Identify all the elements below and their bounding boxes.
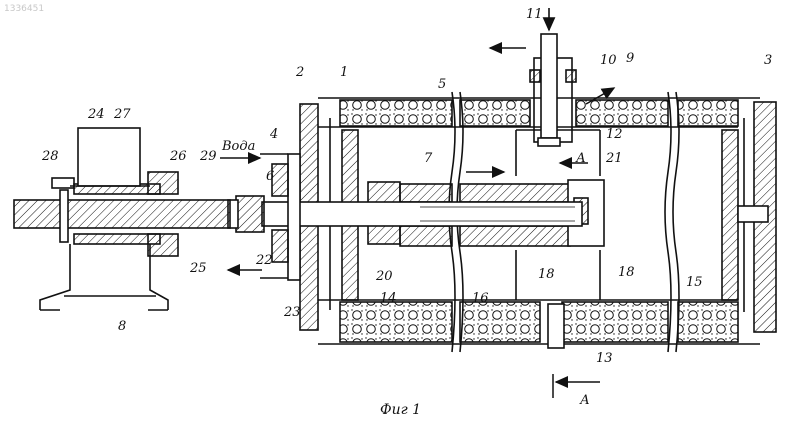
label-18b: 18 xyxy=(618,265,635,280)
label-4: 4 xyxy=(269,127,278,142)
label-12: 12 xyxy=(606,127,623,142)
section-label-bottom: А xyxy=(579,393,590,408)
label-10: 10 xyxy=(600,53,617,68)
label-15: 15 xyxy=(686,275,703,290)
label-28: 28 xyxy=(41,149,59,164)
label-16: 16 xyxy=(472,291,489,306)
label-11: 11 xyxy=(526,7,543,22)
section-label-top: А xyxy=(575,151,586,166)
watermark: 1336451 xyxy=(4,4,44,14)
label-25: 25 xyxy=(189,261,207,276)
label-18a: 18 xyxy=(538,267,555,282)
figure-caption: Фиг 1 xyxy=(380,402,421,418)
label-21: 21 xyxy=(605,151,623,166)
label-6: 6 xyxy=(266,169,274,184)
flow-label: Вода xyxy=(221,139,255,154)
furnace-body xyxy=(228,8,776,352)
label-7: 7 xyxy=(424,151,433,166)
label-2: 2 xyxy=(295,65,304,80)
label-1: 1 xyxy=(340,65,348,80)
label-20: 20 xyxy=(375,269,393,284)
label-26: 26 xyxy=(169,149,187,164)
label-23: 23 xyxy=(283,305,301,320)
label-29: 29 xyxy=(199,149,217,164)
label-5: 5 xyxy=(438,77,446,92)
label-3: 3 xyxy=(764,53,772,68)
label-24: 24 xyxy=(87,107,105,122)
label-14: 14 xyxy=(380,291,397,306)
label-9: 9 xyxy=(626,51,634,66)
label-27: 27 xyxy=(113,107,131,122)
label-22: 22 xyxy=(255,253,273,268)
label-13: 13 xyxy=(596,351,613,366)
label-8: 8 xyxy=(118,319,126,334)
